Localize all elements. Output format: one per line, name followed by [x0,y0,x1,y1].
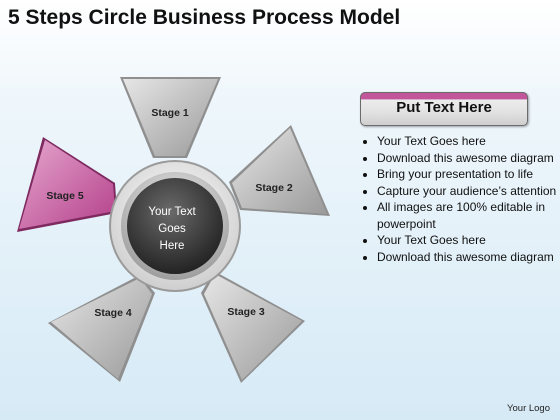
stage-5-segment[interactable]: Stage 5 [17,137,117,232]
stage-1-segment[interactable]: Stage 1 [120,77,221,158]
logo-text: Your Logo [507,403,550,414]
bullet-item: Download this awesome diagram [377,249,560,266]
bullet-item: Capture your audience’s attention [377,183,560,200]
stage-5-label: Stage 5 [46,190,84,202]
bullet-list: Your Text Goes here Download this awesom… [358,133,560,265]
stage-3-segment[interactable]: Stage 3 [201,271,305,383]
stage-1-label: Stage 1 [151,107,189,119]
bullet-item: Your Text Goes here [377,133,560,150]
bullet-item: Your Text Goes here [377,232,560,249]
center-text-line-2: Goes [158,223,186,235]
bullet-item: All images are 100% editable in powerpoi… [377,199,560,232]
stage-4-segment[interactable]: Stage 4 [48,275,155,382]
panel-header-text: Put Text Here [396,99,492,116]
stage-2-label: Stage 2 [255,182,293,194]
stage-3-label: Stage 3 [227,306,265,318]
stage-4-label: Stage 4 [94,307,132,319]
bullet-item: Bring your presentation to life [377,166,560,183]
page-title: 5 Steps Circle Business Process Model [8,6,401,29]
stage-2-segment[interactable]: Stage 2 [229,125,330,216]
center-hub[interactable]: Your Text Goes Here [109,160,241,292]
center-text-line-1: Your Text [148,206,196,218]
panel-header[interactable]: Put Text Here [360,92,528,126]
bullet-item: Download this awesome diagram [377,150,560,167]
center-text-line-3: Here [160,240,185,252]
